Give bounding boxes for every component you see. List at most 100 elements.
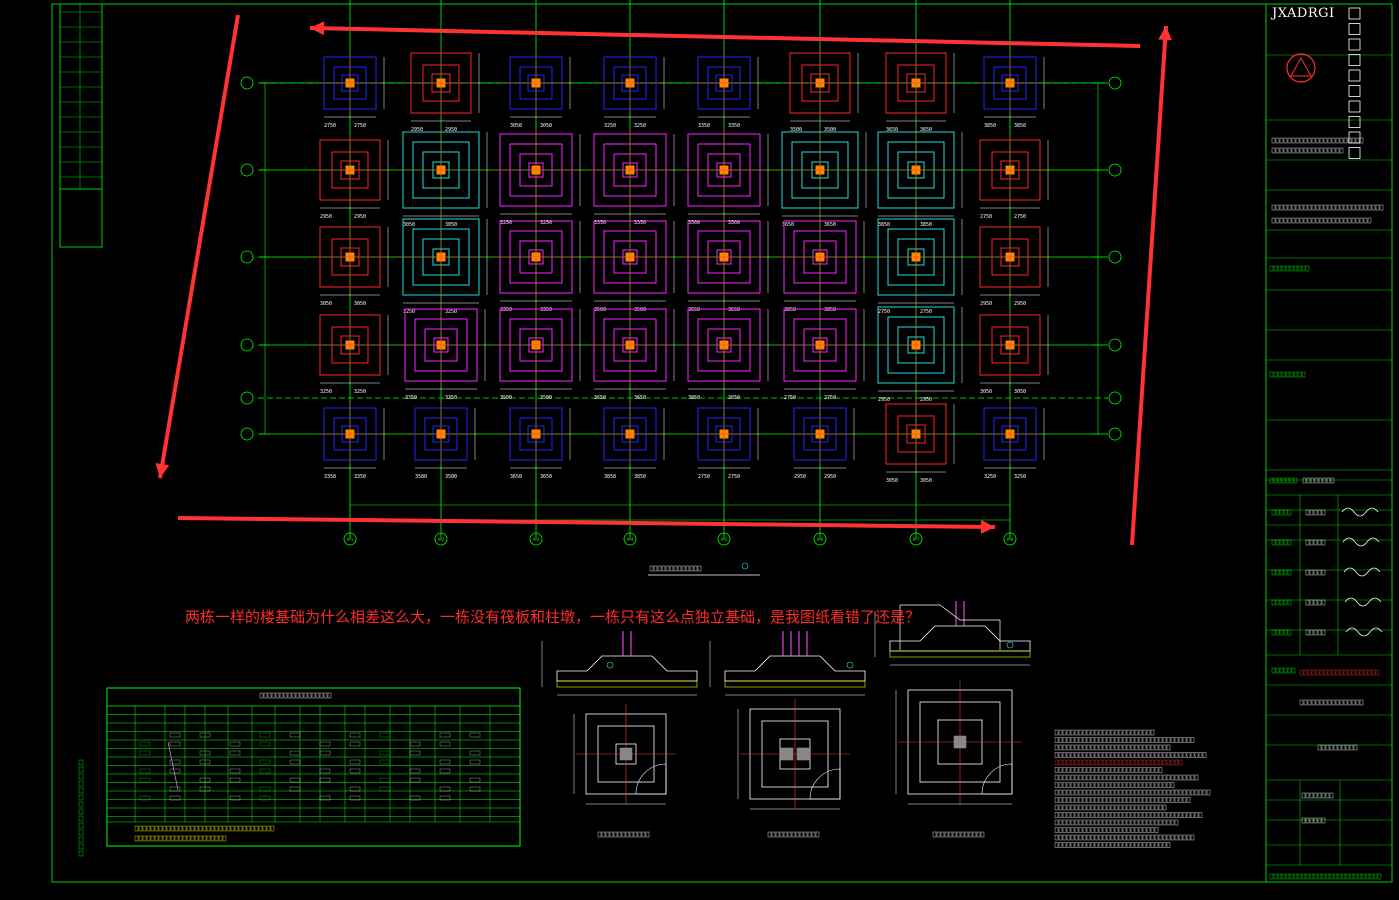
footing-dimension-label: 3250 xyxy=(984,474,996,480)
schedule-cell-text xyxy=(319,741,331,747)
drawing-title-text xyxy=(1311,699,1316,706)
general-notes-text xyxy=(1154,812,1159,818)
schedule-cell-text xyxy=(469,786,481,792)
general-notes-text xyxy=(1054,774,1059,781)
project-text xyxy=(1315,204,1320,211)
general-notes-text xyxy=(1146,737,1151,743)
general-notes-text xyxy=(1062,737,1067,743)
general-notes-text xyxy=(1086,819,1091,826)
role-label xyxy=(1283,569,1288,576)
general-notes-text xyxy=(1122,789,1127,796)
bottom-note xyxy=(1341,873,1346,880)
general-notes-text xyxy=(1138,759,1143,766)
general-notes-text xyxy=(1106,729,1111,736)
general-notes-text xyxy=(1074,744,1079,751)
general-notes-text xyxy=(1054,834,1059,841)
drawing-title-text xyxy=(1335,669,1340,676)
footing-dimension-label: 3500 xyxy=(500,395,512,401)
general-notes-text xyxy=(1106,797,1111,803)
general-notes-text xyxy=(1066,812,1071,818)
role-name xyxy=(1309,629,1314,636)
footing-dimension-label: 3250 xyxy=(604,123,616,129)
discipline-text xyxy=(1326,477,1331,484)
schedule-cell-text xyxy=(379,732,391,738)
drawing-title-label xyxy=(1283,667,1288,674)
general-notes-text xyxy=(1058,767,1063,773)
drawing-title-text xyxy=(1359,699,1364,706)
general-notes-text xyxy=(1086,797,1091,803)
general-notes-text xyxy=(1174,797,1179,803)
general-notes-text xyxy=(1134,729,1139,736)
role-label xyxy=(1275,629,1280,636)
schedule-notes xyxy=(182,835,187,842)
general-notes-text xyxy=(1142,834,1147,841)
project-text xyxy=(1379,204,1384,211)
schedule-cell-text xyxy=(139,795,151,801)
schedule-notes xyxy=(202,835,207,842)
qualification-text xyxy=(1271,147,1276,154)
general-notes-text xyxy=(1190,834,1195,841)
general-notes-text xyxy=(1134,737,1139,743)
schedule-notes xyxy=(190,835,195,842)
drawing-name-text xyxy=(1349,744,1354,751)
general-notes-text xyxy=(1070,729,1075,736)
footing-dimension-label: 3650 xyxy=(886,127,898,133)
footing-dimension-label: 3350 xyxy=(324,474,336,480)
general-notes-text xyxy=(1194,774,1199,781)
general-notes-text xyxy=(1094,804,1099,811)
discipline-text xyxy=(1269,477,1274,484)
schedule-title xyxy=(307,692,312,699)
discipline-text xyxy=(1285,477,1290,484)
footing-dimension-label: 2950 xyxy=(320,214,332,220)
schedule-cell-text xyxy=(139,750,151,756)
general-notes-text xyxy=(1086,789,1091,796)
general-notes-text xyxy=(1142,812,1147,818)
general-notes-text xyxy=(1054,737,1059,743)
footing-dimension-label: 2750 xyxy=(980,214,992,220)
stamp-box xyxy=(59,188,103,248)
general-notes-text xyxy=(1102,729,1107,736)
qualification-text xyxy=(1287,137,1292,144)
plan-title-text xyxy=(677,565,682,572)
drawing-title-text xyxy=(1351,699,1356,706)
role-label xyxy=(1287,569,1292,576)
general-notes-text xyxy=(1058,842,1063,848)
general-notes-text xyxy=(1126,782,1131,788)
drawing-title-text xyxy=(1367,669,1372,676)
role-name xyxy=(1309,569,1314,576)
general-notes-text xyxy=(1062,744,1067,751)
general-notes-text xyxy=(1130,834,1135,841)
general-notes-text xyxy=(1154,752,1159,758)
general-notes-text xyxy=(1090,752,1095,758)
schedule-title xyxy=(291,692,296,699)
general-notes-text xyxy=(1150,767,1155,773)
axis-label: A-6 xyxy=(817,537,824,542)
general-notes-text xyxy=(1110,737,1115,743)
discipline-text xyxy=(1310,477,1315,484)
scale-text xyxy=(1321,817,1326,824)
general-notes-text xyxy=(1110,827,1115,833)
detail-title xyxy=(803,831,808,838)
general-notes-text xyxy=(1194,789,1199,796)
general-notes-text xyxy=(1170,752,1175,758)
general-notes-text xyxy=(1114,737,1119,743)
general-notes-text xyxy=(1138,789,1143,796)
bottom-note xyxy=(1373,873,1378,880)
general-notes-text xyxy=(1154,744,1159,751)
axis-bubble-left xyxy=(240,76,254,90)
footing-dimension-label: 3250 xyxy=(445,309,457,315)
plan-title-text xyxy=(689,565,694,572)
general-notes-text xyxy=(1094,789,1099,796)
general-notes-text xyxy=(1206,789,1211,796)
general-notes-text xyxy=(1094,759,1099,766)
general-notes-text xyxy=(1074,752,1079,758)
role-name xyxy=(1313,509,1318,516)
general-notes-text xyxy=(1174,812,1179,818)
axis-bubble-bottom xyxy=(529,532,543,546)
project-text xyxy=(1299,217,1304,224)
general-notes-text xyxy=(1106,774,1111,781)
general-notes-text xyxy=(1162,737,1167,743)
project-text xyxy=(1287,217,1292,224)
schedule-cell-text xyxy=(349,741,361,747)
general-notes-text xyxy=(1166,797,1171,803)
